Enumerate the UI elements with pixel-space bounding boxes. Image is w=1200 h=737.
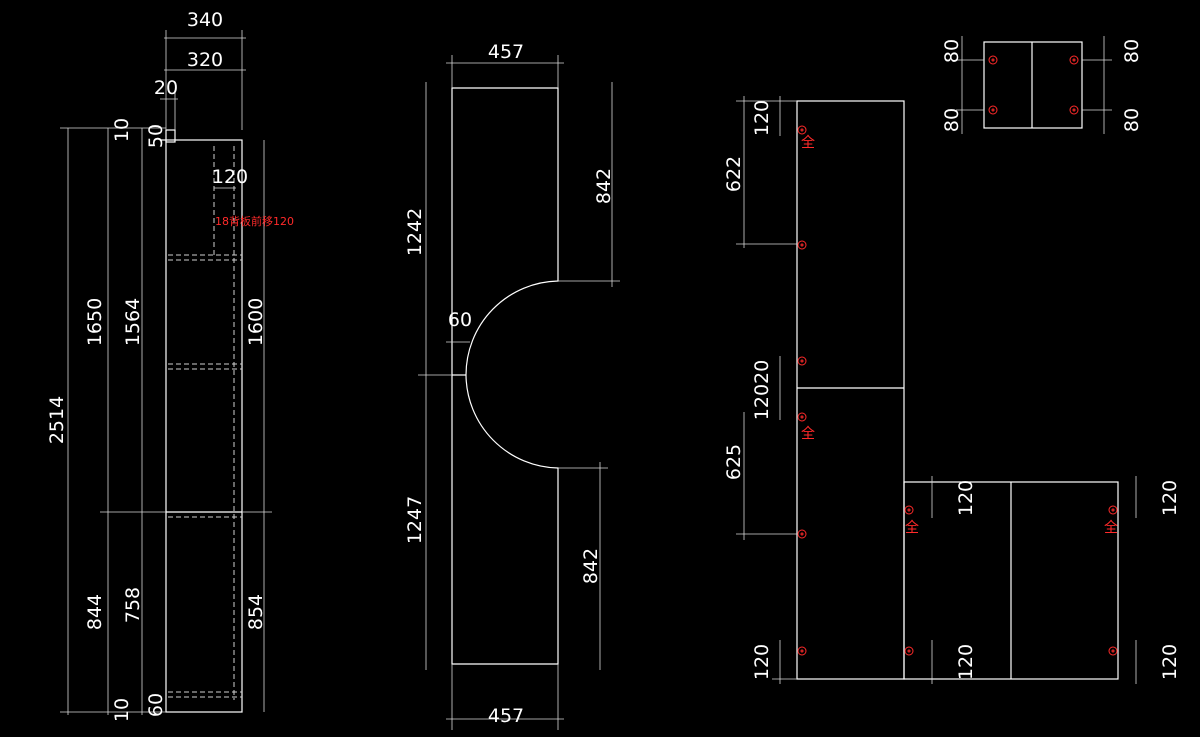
hinge-dot: [991, 58, 995, 62]
dim-tall-mid-margin: 12020: [751, 360, 773, 420]
dim-right-lower: 854: [245, 594, 267, 630]
hinge-dot: [800, 128, 804, 132]
dim-upper-height: 1650: [84, 298, 106, 346]
hinge-dot: [1111, 508, 1115, 512]
side-cabinet-outline: [165, 139, 243, 713]
dim-top-offset: 20: [154, 77, 178, 99]
dim-low-right-bottom: 120: [1159, 644, 1181, 680]
dim-inner-offset: 120: [212, 166, 248, 188]
hinge-circle: [797, 125, 807, 135]
small-door-pair: [983, 41, 1083, 129]
dim-total-height: 2514: [46, 396, 68, 444]
hinge-dot: [907, 649, 911, 653]
dim-lower-inner: 758: [122, 587, 144, 623]
tall-door-outline: [796, 100, 905, 680]
hinge-circle: [797, 412, 807, 422]
hinge-dot: [800, 415, 804, 419]
hinge-circle: [1108, 505, 1118, 515]
hinge-label-4: 全: [1104, 519, 1118, 536]
hinge-dot: [1072, 58, 1076, 62]
dim-lower-height: 844: [84, 594, 106, 630]
door-detail-view: 80 80 80 80 120 622 12020 625 120 120 12…: [723, 36, 1181, 684]
dim-arc-depth: 60: [448, 309, 472, 331]
dim-top-outer: 340: [187, 9, 223, 31]
hinge-dot: [1111, 649, 1115, 653]
dim-arc-right-lower: 842: [580, 548, 602, 584]
dim-arc-bottom-width: 457: [488, 705, 524, 727]
hinge-circle: [797, 240, 807, 250]
side-view: 340 320 20 2514 1650 1564 844 758 10 50 …: [46, 9, 294, 722]
hinge-circle: [797, 646, 807, 656]
back-panel-note: 18背板前移120: [215, 214, 294, 228]
dim-top-rail: 50: [145, 124, 167, 148]
hinge-dot: [1072, 108, 1076, 112]
dim-right-upper: 1600: [245, 298, 267, 346]
hinge-circle: [988, 55, 998, 65]
dim-bottom-rail: 60: [145, 693, 167, 717]
dim-upper-inner: 1564: [122, 298, 144, 346]
dim-top-inner: 320: [187, 49, 223, 71]
dim-arc-top-width: 457: [488, 41, 524, 63]
dim-small-left-top: 80: [941, 39, 963, 63]
hinge-dot: [800, 243, 804, 247]
dim-small-right-bottom: 80: [1121, 108, 1143, 132]
hinge-label-1: 全: [801, 134, 815, 151]
hinge-dot: [800, 649, 804, 653]
hinge-markers: [797, 55, 1118, 656]
dim-tall-upper: 622: [723, 156, 745, 192]
dim-tall-bottom-margin: 120: [751, 644, 773, 680]
hinge-dot: [800, 532, 804, 536]
dim-small-right-top: 80: [1121, 39, 1143, 63]
dim-tall-lower: 625: [723, 444, 745, 480]
dim-low-left-top: 120: [955, 480, 977, 516]
dim-arc-left-upper: 1242: [404, 208, 426, 256]
hinge-label-3: 全: [905, 519, 919, 536]
hinge-label-2: 全: [801, 425, 815, 442]
dim-top-gap: 10: [111, 118, 133, 142]
hinge-circle: [1069, 55, 1079, 65]
dim-bottom-gap: 10: [111, 698, 133, 722]
hinge-circle: [988, 105, 998, 115]
hinge-circle: [904, 505, 914, 515]
hinge-circle: [797, 356, 807, 366]
hinge-circle: [1069, 105, 1079, 115]
hinge-dot: [907, 508, 911, 512]
dim-small-left-bottom: 80: [941, 108, 963, 132]
hinge-dot: [800, 359, 804, 363]
dim-low-right-top: 120: [1159, 480, 1181, 516]
hinge-dot: [991, 108, 995, 112]
dim-arc-right-upper: 842: [593, 168, 615, 204]
dim-tall-top-margin: 120: [751, 100, 773, 136]
arc-panel-view: 457 457 1242 1247 842 842 60: [404, 41, 620, 730]
hinge-circle: [904, 646, 914, 656]
hinge-circle: [1108, 646, 1118, 656]
hinge-circle: [797, 529, 807, 539]
side-top-rail: [165, 129, 176, 143]
dim-low-left-bottom: 120: [955, 644, 977, 680]
dim-arc-left-lower: 1247: [404, 496, 426, 544]
